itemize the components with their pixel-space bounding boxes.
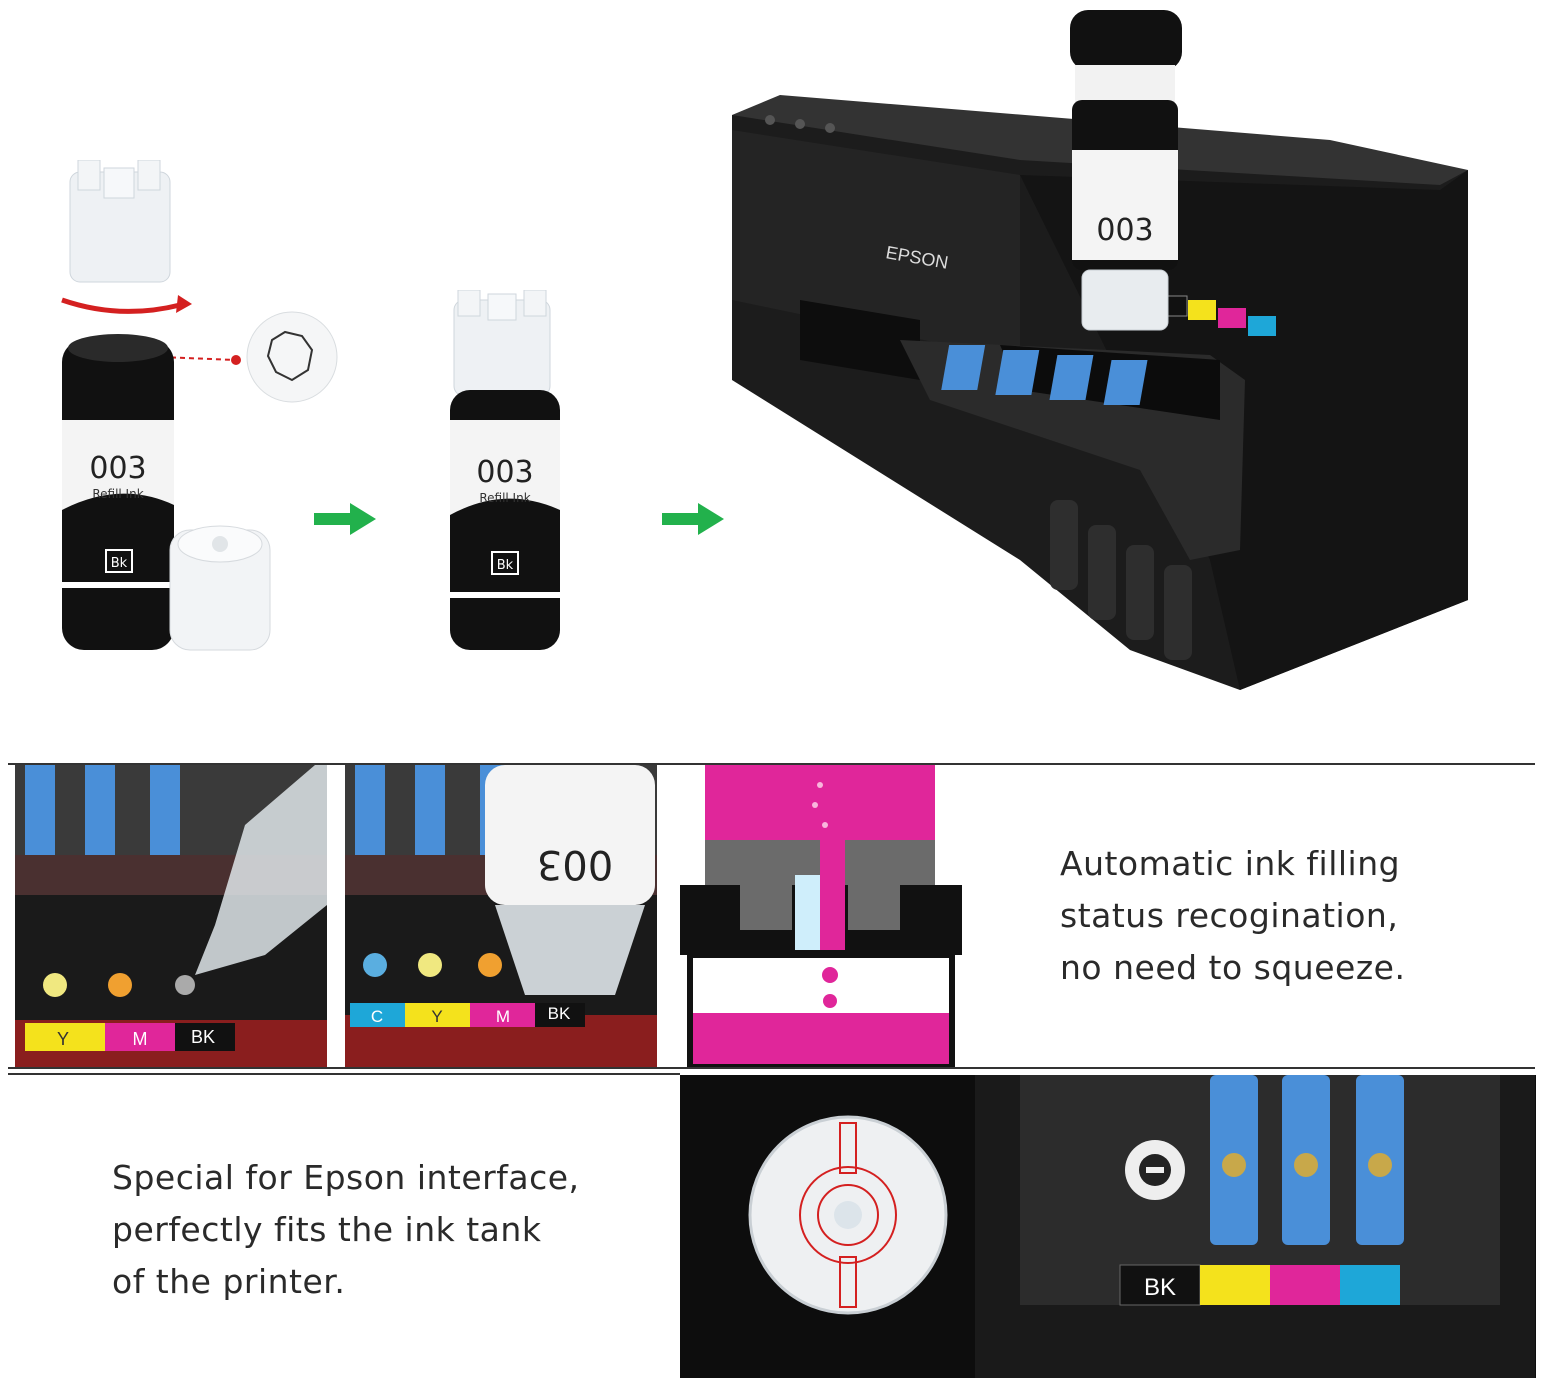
nozzle-icon	[748, 1115, 948, 1315]
seal-icon	[246, 311, 338, 403]
bottle-label: Refill Ink	[479, 491, 530, 505]
bottle-open-illustration: 003 Refill Ink Bk	[61, 160, 338, 651]
tank-label-m: M	[133, 1029, 148, 1049]
bottle-label: Refill Ink	[92, 487, 143, 501]
tank-refill-photo-2: C Y M BK 003	[345, 765, 657, 1067]
tank-label-c: C	[371, 1007, 383, 1026]
section-divider	[8, 1073, 680, 1075]
bottle-number: 003	[476, 455, 533, 490]
bottle-color-code: Bk	[497, 558, 514, 573]
bottle-nozzle-cap	[169, 525, 271, 651]
tank-label-bk: BK	[1144, 1274, 1176, 1301]
ink-bottle	[1070, 10, 1182, 331]
auto-fill-feature-text: Automatic ink filling status recoginatio…	[1060, 838, 1405, 994]
port-icon	[1125, 1140, 1185, 1200]
printer-illustration: EPSON 003	[732, 10, 1468, 690]
bottle-closed-illustration: 003 Refill Ink Bk	[450, 290, 560, 650]
auto-fill-line-2: status recogination,	[1060, 896, 1399, 935]
tank-refill-photo-1: Y M BK	[15, 765, 327, 1067]
tank-label-y: Y	[57, 1029, 69, 1049]
section-divider	[8, 1067, 1535, 1069]
bottle-cap	[69, 160, 171, 283]
interface-line-1: Special for Epson interface,	[112, 1158, 580, 1197]
printer-color-strip	[1164, 295, 1276, 336]
interface-line-2: perfectly fits the ink tank	[112, 1210, 542, 1249]
tank-label-bk: BK	[548, 1004, 571, 1023]
auto-fill-diagram	[680, 765, 962, 1067]
interface-line-3: of the printer.	[112, 1262, 346, 1301]
interface-detail-photo: BK	[680, 1075, 1536, 1378]
section-divider	[8, 763, 1535, 765]
rotate-arrow-icon	[61, 297, 181, 314]
bottle-number: 003	[537, 841, 613, 887]
tank-label-m: M	[496, 1007, 510, 1026]
bottle-color-code: Bk	[111, 556, 128, 571]
interface-feature-text: Special for Epson interface, perfectly f…	[112, 1152, 580, 1308]
next-step-arrow-icon	[314, 503, 376, 535]
bottle-number: 003	[1096, 213, 1153, 248]
tank-caps	[941, 345, 1148, 405]
tank-label-bk: BK	[191, 1027, 215, 1047]
auto-fill-line-3: no need to squeeze.	[1060, 948, 1406, 987]
ink-bottle	[62, 334, 174, 650]
bottle-number: 003	[89, 451, 146, 486]
next-step-arrow-icon	[662, 503, 724, 535]
auto-fill-line-1: Automatic ink filling	[1060, 844, 1401, 883]
tank-label-y: Y	[431, 1007, 442, 1026]
